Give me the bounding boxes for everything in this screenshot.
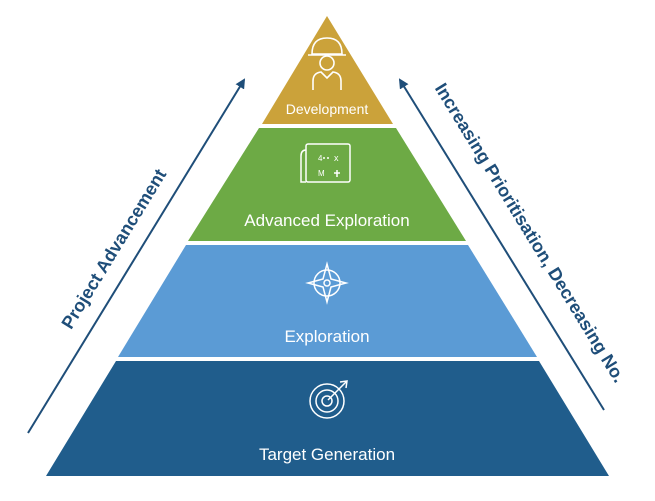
map-plan-icon: 4 x M (300, 143, 351, 183)
target-icon (309, 380, 348, 419)
compass-icon (305, 261, 349, 305)
tier-advanced-exploration-label: Advanced Exploration (244, 211, 409, 230)
left-arrow-line (27, 78, 246, 434)
right-arrow-line (398, 78, 605, 411)
tier-exploration: Exploration (118, 245, 537, 357)
tier-advanced-exploration-shape (188, 128, 466, 241)
tier-target-generation-label: Target Generation (259, 445, 395, 464)
svg-text:x: x (334, 153, 339, 163)
svg-text:M: M (318, 169, 325, 178)
svg-text:4: 4 (318, 154, 323, 163)
worker-icon (308, 37, 346, 90)
tier-advanced-exploration: 4 x M Advanced Exploration (188, 128, 466, 241)
tier-development: Development (262, 16, 393, 124)
tier-development-label: Development (286, 101, 369, 117)
prioritisation-arrow: Increasing Prioritisation, Decreasing No… (398, 78, 629, 411)
tier-target-generation: Target Generation (46, 361, 609, 476)
tier-exploration-label: Exploration (284, 327, 369, 346)
